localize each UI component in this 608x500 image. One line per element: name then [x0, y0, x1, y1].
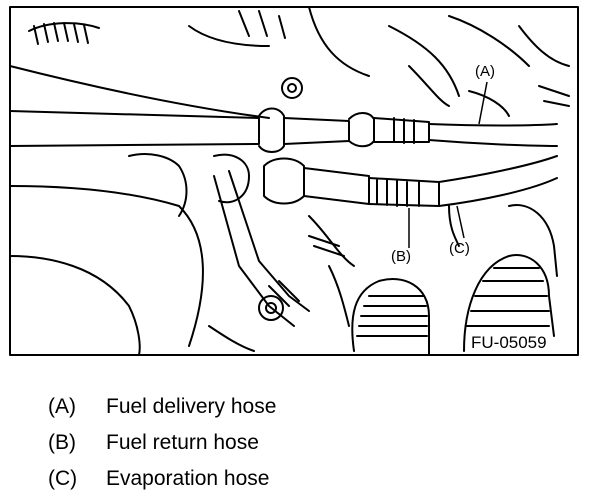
legend-label-c: Evaporation hose	[106, 467, 270, 490]
legend-item-a: (A) Fuel delivery hose	[48, 395, 276, 419]
legend-label-a: Fuel delivery hose	[106, 395, 277, 418]
left-component-outline	[9, 65, 270, 347]
fuel-delivery-hose	[9, 107, 558, 153]
legend-item-c: (C) Evaporation hose	[48, 467, 269, 491]
callout-b: (B)	[391, 248, 411, 265]
hose-bracket	[213, 77, 345, 327]
figure-id: FU-05059	[471, 333, 547, 352]
legend-label-b: Fuel return hose	[106, 431, 259, 454]
leader-c	[456, 205, 465, 239]
legend-item-b: (B) Fuel return hose	[48, 431, 259, 455]
legend-key-b: (B)	[48, 431, 76, 454]
figure-frame	[9, 6, 579, 356]
fuel-return-hose	[263, 155, 558, 247]
callout-a: (A)	[475, 63, 495, 80]
callout-c: (C)	[449, 240, 470, 257]
leader-a	[478, 81, 488, 125]
engine-background	[128, 6, 570, 352]
corrugated-hoses	[351, 204, 558, 356]
legend-key-c: (C)	[48, 467, 78, 490]
legend-key-a: (A)	[48, 395, 76, 418]
engine-fuel-hose-illustration: (A) (B) (C) FU-05059	[9, 6, 579, 356]
